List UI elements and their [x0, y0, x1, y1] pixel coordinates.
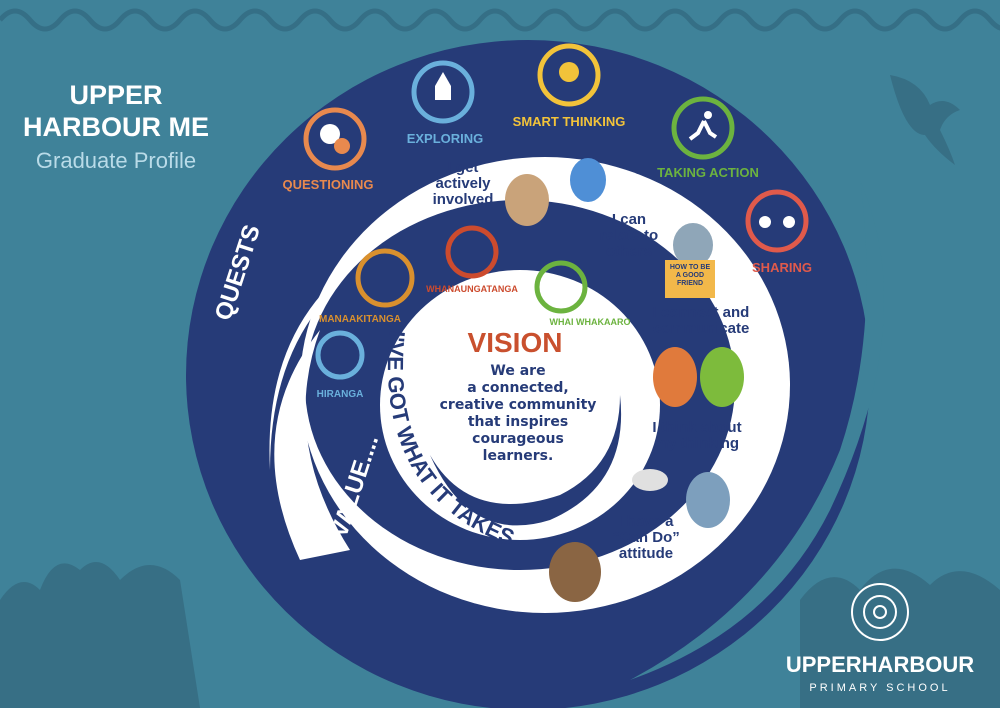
title-line1: UPPER: [69, 80, 162, 110]
vision-spiral-tail: [430, 395, 622, 526]
vision-line: that inspires: [468, 414, 568, 430]
rocket-icon: [411, 60, 475, 124]
statement-relate: I can relate to others: [599, 211, 659, 260]
lightbulb-gear-icon: [537, 43, 601, 107]
vision-line: creative community: [440, 397, 597, 413]
smart-thinking-label: SMART THINKING: [513, 114, 626, 129]
book-icon: [665, 260, 715, 298]
manaia-twist-icon: [355, 248, 415, 308]
logo-name: UPPERHARBOUR: [786, 652, 974, 677]
triple-spiral-icon: [534, 260, 588, 314]
owl-icon: [700, 347, 744, 407]
svg-text:WHANAUNGATANGA: WHANAUNGATANGA: [426, 284, 518, 294]
quest-questioning: QUESTIONING: [282, 107, 374, 192]
sharing-label: SHARING: [752, 260, 812, 275]
logo-sub: PRIMARY SCHOOL: [809, 682, 950, 694]
quest-exploring: EXPLORING: [407, 60, 484, 146]
svg-text:WHAI WHAKAARO: WHAI WHAKAARO: [550, 317, 631, 327]
quest-sharing: SHARING: [745, 189, 812, 275]
people-exchange-icon: [745, 189, 809, 253]
owl-icon: [653, 347, 697, 407]
vision-line: a connected,: [467, 380, 569, 396]
value-whai-whakaaro: WHAI WHAKAARO: [534, 260, 631, 327]
questioning-label: QUESTIONING: [282, 177, 373, 192]
svg-text:MANAAKITANGA: MANAAKITANGA: [319, 314, 401, 325]
vision-line: courageous: [472, 431, 564, 447]
spiral-logo-icon: [851, 583, 909, 641]
vision-line: learners.: [483, 448, 554, 464]
speech-bubbles-question-icon: [303, 107, 367, 171]
vision-core: [435, 315, 605, 475]
exploring-label: EXPLORING: [407, 131, 484, 146]
subtitle: Graduate Profile: [36, 148, 196, 173]
statement-thinking: I think about my thinking: [652, 419, 742, 452]
book-title: HOW TO BE A GOOD FRIEND: [669, 264, 711, 287]
owl-icon: [549, 542, 601, 602]
bird-silhouette-icon: [890, 75, 960, 165]
taking-action-label: TAKING ACTION: [657, 165, 759, 180]
owl-icon: [570, 158, 606, 202]
thought-bubble-icon: [632, 469, 668, 491]
koru-border-pattern: [0, 8, 1000, 32]
owl-icon: [673, 223, 713, 267]
owl-illustrations: [505, 158, 744, 602]
running-person-icon: [671, 96, 735, 160]
owl-icon: [505, 174, 549, 226]
vision-line: We are: [490, 363, 545, 379]
mountain-wave-icon: [315, 330, 365, 380]
quest-smart-thinking: SMART THINKING: [513, 43, 626, 129]
quest-taking-action: TAKING ACTION: [657, 96, 759, 180]
value-hiranga: HIRANGA: [315, 330, 365, 400]
statement-involved: I get actively involved: [432, 159, 494, 208]
statement-connect: I connect and communicate: [652, 304, 750, 337]
owl-icon: [686, 472, 730, 528]
title-line2: HARBOUR ME: [23, 112, 209, 142]
svg-text:HIRANGA: HIRANGA: [317, 389, 364, 400]
school-logo: UPPERHARBOUR PRIMARY SCHOOL: [786, 583, 974, 694]
tree-silhouette: [0, 562, 1000, 708]
vision-title: VISION: [468, 327, 563, 358]
koru-heart-icon: [445, 225, 499, 279]
inner-white-swoosh: [274, 330, 350, 560]
statement-can-do: I have a “Can Do” attitude: [612, 513, 680, 562]
value-manaakitanga: MANAAKITANGA: [319, 248, 415, 325]
value-whanaungatanga: WHANAUNGATANGA: [426, 225, 518, 294]
